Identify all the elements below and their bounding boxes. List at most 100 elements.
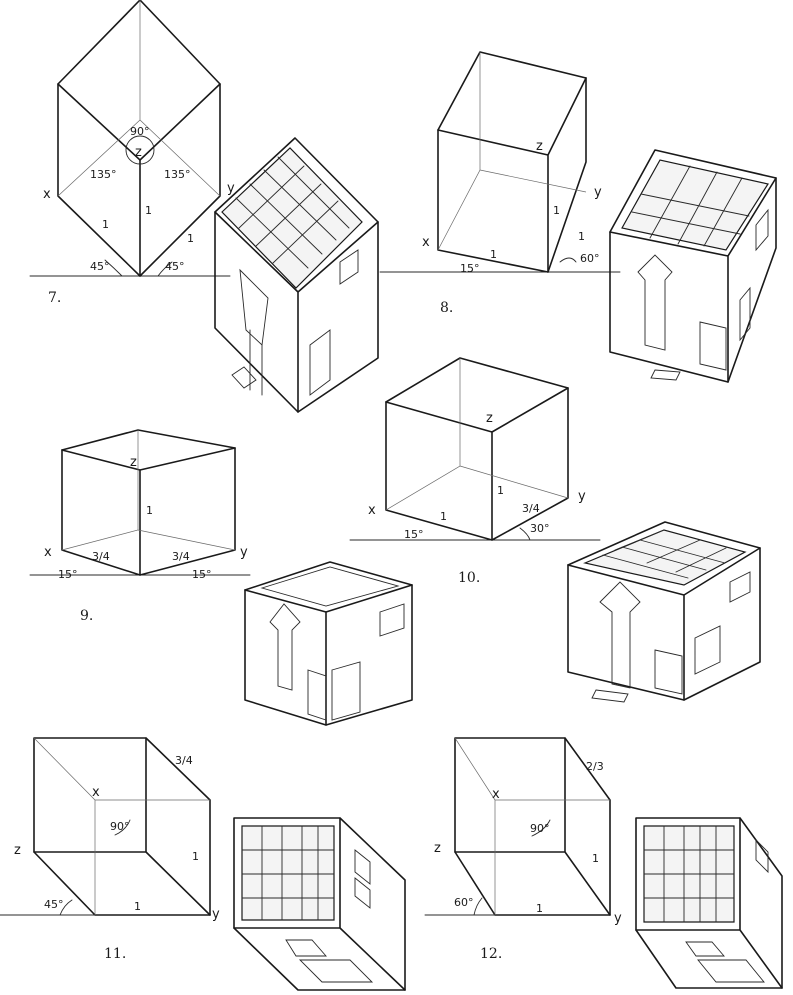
fig11-z-label: z	[14, 843, 21, 858]
fig7-angle-arc-right	[157, 261, 173, 277]
figure-8-cube: z y x 1 1 1 15° 60° 8.	[379, 51, 621, 316]
fig12-angle-center: 90°	[530, 822, 550, 835]
fig10-edge-y: 3/4	[522, 502, 540, 515]
fig11-front-edges	[33, 737, 211, 916]
fig8-edge-z: 1	[553, 204, 560, 217]
fig8-angle-arc	[559, 257, 577, 263]
fig10-edge-x: 1	[440, 510, 447, 523]
fig10-cube-outline	[385, 357, 569, 541]
fig11-door	[298, 959, 374, 983]
figure-11-cube: 3/4 x 90° z 1 45° 1 y 11.	[0, 737, 220, 962]
fig9-edge-z: 1	[146, 504, 153, 517]
figure-9-cube: z 1 x y 3/4 3/4 15° 15° 9.	[29, 429, 251, 624]
fig9-y-label: y	[240, 545, 248, 560]
fig8-x-label: x	[422, 235, 430, 250]
fig10-entrance-panel	[599, 581, 641, 689]
fig9-edge-x: 3/4	[92, 550, 110, 563]
fig8-z-label: z	[536, 139, 543, 154]
fig11-angle-center: 90°	[110, 820, 130, 833]
fig9-base-left: 15°	[58, 568, 78, 581]
fig7-hidden-edges	[57, 0, 221, 197]
fig10-side-window	[729, 571, 751, 603]
fig11-edge-right: 1	[192, 850, 199, 863]
fig9-cube-outline	[61, 429, 236, 576]
fig7-angle-circle	[125, 135, 155, 165]
fig12-x-label: x	[492, 787, 500, 802]
fig12-z-label: z	[434, 841, 441, 856]
fig12-edge-top: 2/3	[586, 760, 604, 773]
fig12-number: 12.	[480, 946, 502, 962]
fig10-roof-grid	[602, 529, 727, 579]
fig12-edge-bottom: 1	[536, 902, 543, 915]
fig8-windows	[699, 286, 751, 371]
fig9-number: 9.	[80, 608, 93, 624]
fig11-house-edges	[233, 817, 406, 991]
fig11-y-label: y	[212, 907, 220, 922]
fig10-base-left: 15°	[404, 528, 424, 541]
fig10-base-right: 30°	[530, 522, 550, 535]
fig12-front-edges	[454, 737, 611, 916]
fig9-house-outline	[244, 561, 413, 726]
fig9-side-window	[379, 603, 405, 637]
fig9-house-edges	[244, 584, 413, 726]
fig8-house-edges	[609, 177, 777, 383]
fig7-angle-top: 90°	[130, 125, 150, 138]
fig9-x-label: x	[44, 545, 52, 560]
fig7-x-label: x	[43, 187, 51, 202]
fig12-base-left: 60°	[454, 896, 474, 909]
fig12-base-arc	[473, 897, 483, 916]
fig10-front-edges	[385, 387, 569, 541]
fig10-z-label: z	[486, 411, 493, 426]
fig10-angle-arc	[519, 527, 531, 541]
fig7-edge-x: 1	[102, 218, 109, 231]
fig11-hidden-edges	[33, 737, 210, 915]
fig11-base-left: 45°	[44, 898, 64, 911]
fig8-number: 8.	[440, 300, 453, 316]
figure-11-house	[233, 817, 406, 991]
fig7-door-windows	[249, 329, 331, 396]
fig12-entrance-panel	[685, 941, 725, 957]
fig7-base-right: 45°	[165, 260, 185, 273]
fig9-base-right: 15°	[192, 568, 212, 581]
fig7-angle-arc-left	[104, 259, 123, 277]
fig11-number: 11.	[104, 946, 126, 962]
fig11-entrance-panel	[285, 939, 327, 957]
fig8-base-left: 15°	[460, 262, 480, 275]
fig7-side-window	[339, 249, 359, 285]
fig8-front-edges	[437, 77, 587, 273]
fig8-step	[650, 369, 681, 381]
fig10-edge-z: 1	[497, 484, 504, 497]
fig7-y-label: y	[227, 181, 235, 196]
fig8-roof-grid	[631, 165, 750, 247]
fig8-hidden-edges	[437, 52, 587, 251]
fig9-roof-parapet	[260, 566, 400, 607]
fig10-number: 10.	[458, 570, 480, 586]
figure-10-house	[567, 521, 761, 703]
fig9-front-edges	[61, 447, 236, 576]
fig10-hidden-edges	[385, 358, 569, 511]
figure-7-house	[214, 137, 379, 413]
fig12-hidden-edges	[454, 737, 610, 915]
figure-7-cube: 90° z 135° 135° x y 1 1 1 45° 45° 7.	[29, 0, 235, 306]
fig10-y-label: y	[578, 489, 586, 504]
fig9-z-label: z	[130, 455, 137, 470]
fig7-number: 7.	[48, 290, 61, 306]
fig12-edge-right: 1	[592, 852, 599, 865]
fig7-roof-panel	[221, 147, 363, 289]
figure-10-cube: z x y 1 1 3/4 15° 30° 10.	[349, 357, 601, 586]
fig12-side-window	[755, 838, 769, 874]
fig12-angle-arc	[531, 819, 551, 837]
fig8-side-window	[755, 208, 769, 252]
fig12-roof-grid	[643, 825, 735, 923]
fig7-step	[231, 366, 257, 389]
fig9-window	[331, 661, 361, 721]
fig12-y-label: y	[614, 911, 622, 926]
fig8-y-label: y	[594, 185, 602, 200]
fig7-angle-left: 135°	[90, 168, 117, 181]
fig7-angle-right: 135°	[164, 168, 191, 181]
figure-12-house	[635, 817, 783, 989]
fig11-angle-arc	[114, 819, 131, 836]
figure-12-cube: 2/3 x 90° z 1 60° 1 y 12.	[424, 737, 622, 962]
fig7-base-left: 45°	[90, 260, 110, 273]
fig12-door	[697, 959, 765, 983]
